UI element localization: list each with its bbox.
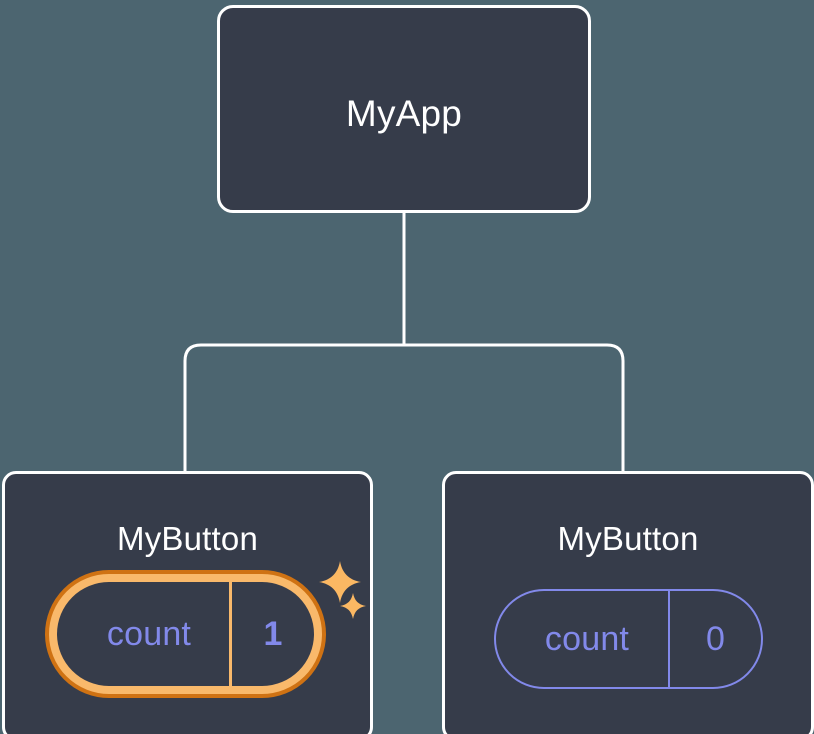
state-pill-key-left: count xyxy=(106,614,192,653)
state-pill-key-right: count xyxy=(544,619,630,658)
node-mybutton-left-title: MyButton xyxy=(117,520,258,557)
connector-child-bus xyxy=(183,343,625,471)
state-pill-count-highlighted[interactable]: count 1 xyxy=(45,570,326,698)
node-myapp-title: MyApp xyxy=(345,93,463,134)
state-pill-inner: count 1 xyxy=(57,582,314,686)
state-pill-value-right: 0 xyxy=(668,591,761,687)
node-mybutton-right-title: MyButton xyxy=(557,520,699,557)
node-myapp[interactable]: MyApp xyxy=(217,5,591,213)
state-pill-value-left: 1 xyxy=(229,582,314,686)
state-pill-count-plain[interactable]: count 0 xyxy=(494,589,763,689)
